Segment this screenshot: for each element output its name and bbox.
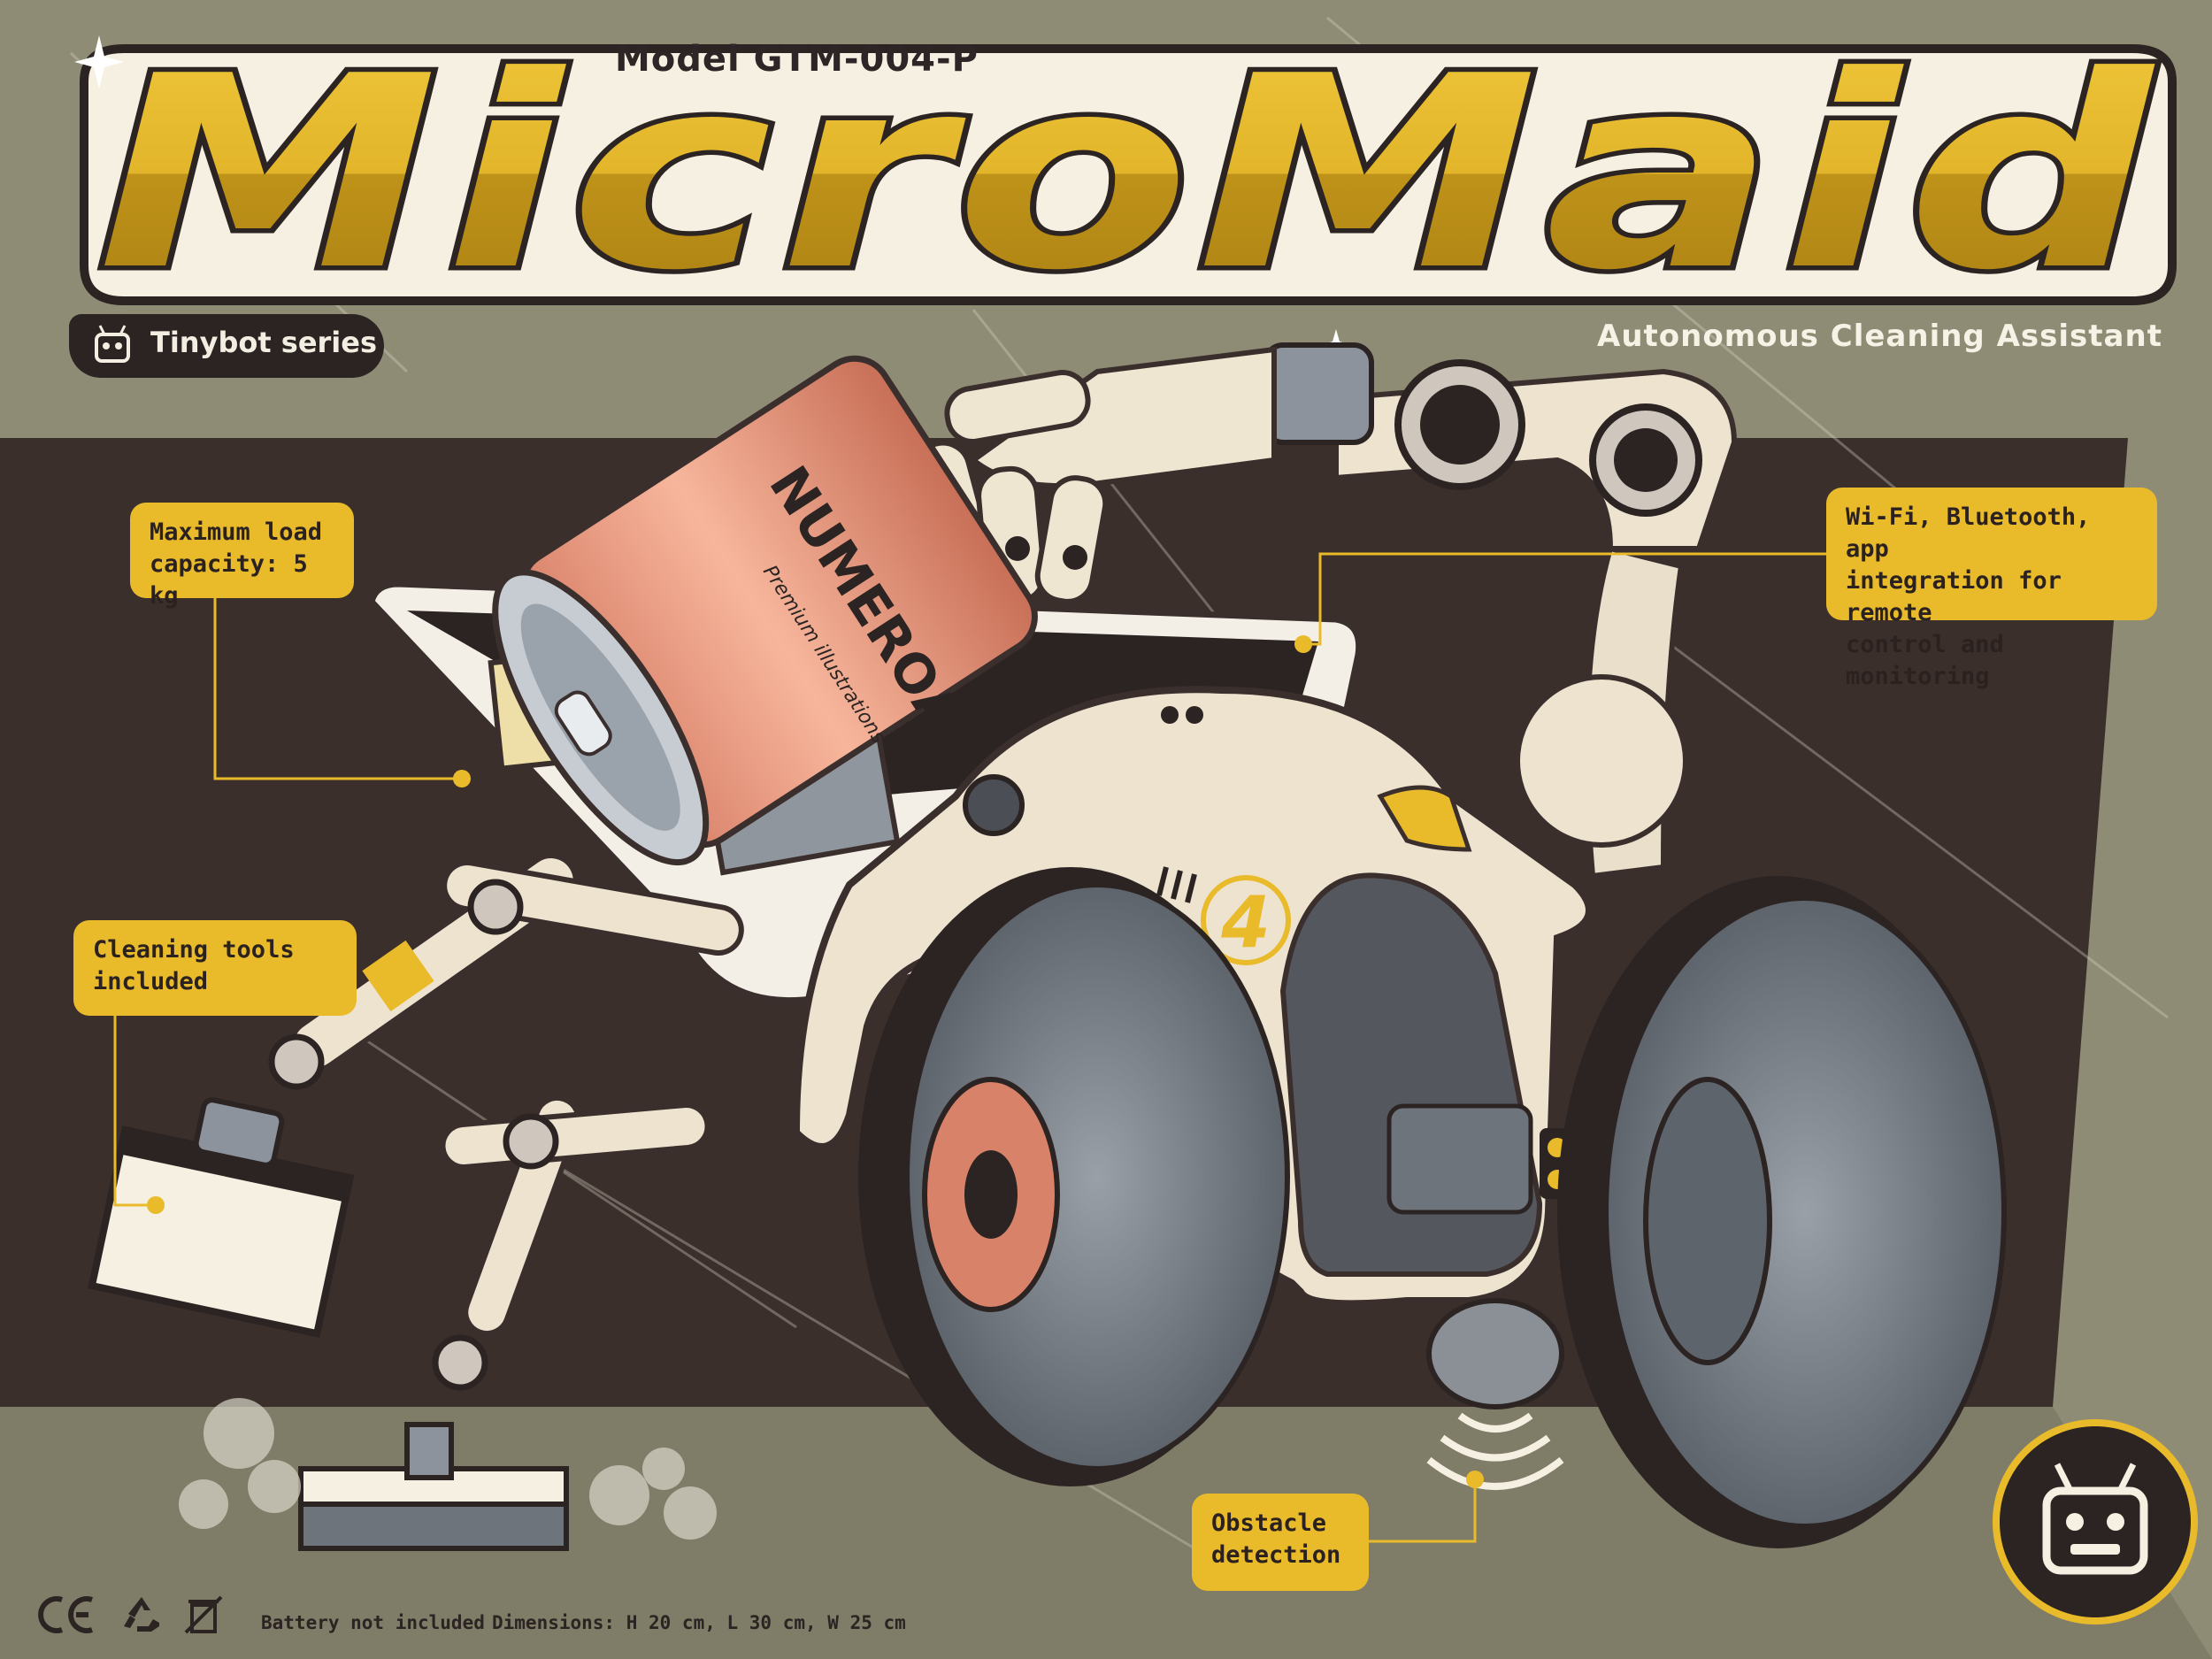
- dimensions-note: Dimensions: H 20 cm, L 30 cm, W 25 cm: [492, 1612, 906, 1633]
- ce-mark-icon: [38, 1596, 93, 1633]
- battery-note: Battery not included: [261, 1612, 485, 1633]
- tinybot-icon: [95, 325, 130, 363]
- robot-number: 4: [1220, 881, 1271, 964]
- tagline: Autonomous Cleaning Assistant: [1597, 319, 2162, 354]
- model-number: Model GTM-004-P: [615, 39, 979, 80]
- callout-dots: [147, 635, 1484, 1488]
- callout-obstacle-detection: Obstacle detection: [1192, 1494, 1369, 1591]
- callout-cleaning-tools: Cleaning tools included: [73, 920, 357, 1016]
- soda-can: [492, 355, 1038, 866]
- brush: [298, 1422, 569, 1551]
- robot-battery-slot: [1386, 1103, 1533, 1215]
- recycle-icon: [124, 1597, 159, 1632]
- series-badge-label: Tinybot series: [150, 326, 378, 359]
- dust-clouds: [179, 1398, 717, 1540]
- robot-joint: [963, 774, 1025, 836]
- callout-load-capacity: Maximum load capacity: 5 kg: [130, 503, 354, 610]
- robot-eyes: [1161, 706, 1203, 724]
- dustpan-connector: [193, 1097, 285, 1168]
- trash-bin-icon: [184, 1595, 223, 1634]
- robot-arm-right: [904, 342, 1738, 879]
- robot-vent: [1156, 866, 1197, 903]
- yellow-leg-band: [362, 940, 434, 1012]
- title-logo: MicroMaid: [97, 19, 2159, 328]
- robot-number-circle: [1201, 875, 1291, 965]
- robot-yellow-stripe: [1377, 785, 1472, 852]
- signal-waves-icon: [1426, 1412, 1564, 1490]
- wheel-front-right: [1557, 876, 2007, 1548]
- wheel-front-left: [858, 867, 1290, 1486]
- leg-joints: [268, 879, 559, 1391]
- callout-connectivity: Wi-Fi, Bluetooth, app integration for re…: [1826, 488, 2157, 690]
- robot-dome: [1515, 674, 1688, 848]
- tinybot-emblem: [1993, 1419, 2198, 1624]
- robot-sensor: [1426, 1298, 1564, 1409]
- title-plate: [80, 44, 2177, 305]
